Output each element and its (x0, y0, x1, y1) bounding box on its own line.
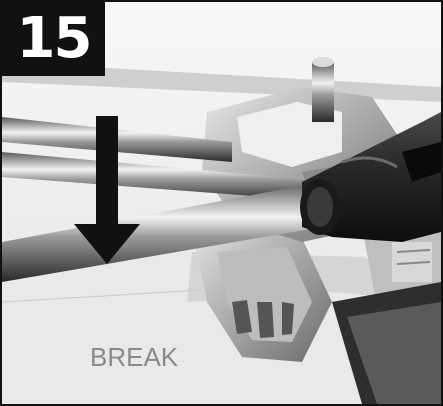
step-caption: BREAK (90, 342, 179, 372)
down-arrow-icon (74, 116, 140, 264)
step-number-badge: 15 (2, 2, 105, 76)
